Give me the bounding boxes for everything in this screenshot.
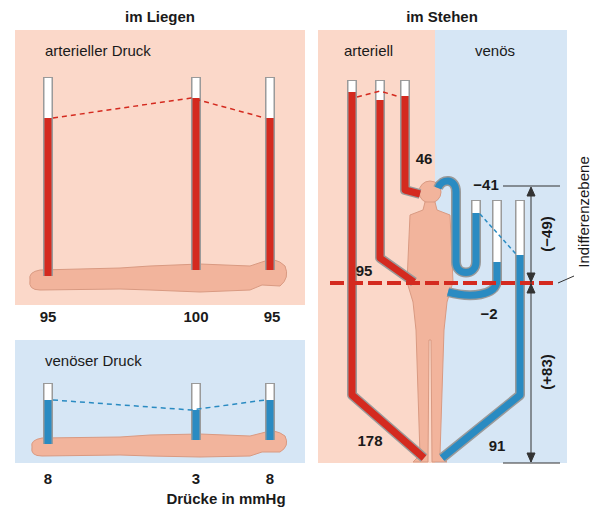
pressure-difference: (−49) <box>538 216 555 251</box>
pressure-difference: (+83) <box>538 354 555 389</box>
pressure-value: −41 <box>473 176 498 193</box>
panel-heading: venös <box>475 42 515 59</box>
pressure-value: 95 <box>40 308 57 325</box>
pressure-value: −2 <box>480 305 497 322</box>
panel-heading: arteriell <box>344 42 393 59</box>
pressure-value: 3 <box>192 470 200 487</box>
panel-heading: venöser Druck <box>45 352 142 369</box>
pressure-value: 95 <box>264 308 281 325</box>
column-heading: im Liegen <box>125 8 195 25</box>
pressure-value: 46 <box>416 150 433 167</box>
pressure-value: 8 <box>266 470 274 487</box>
pressure-value: 91 <box>489 437 506 454</box>
caption: Drücke in mmHg <box>166 490 285 507</box>
pressure-value: 100 <box>183 308 208 325</box>
pressure-value: 8 <box>44 470 52 487</box>
pressure-value: 95 <box>356 262 373 279</box>
column-heading: im Stehen <box>406 8 478 25</box>
plane-label: Indifferenzebene <box>575 156 592 267</box>
panel-heading: arterieller Druck <box>45 42 151 59</box>
pressure-value: 178 <box>357 432 382 449</box>
